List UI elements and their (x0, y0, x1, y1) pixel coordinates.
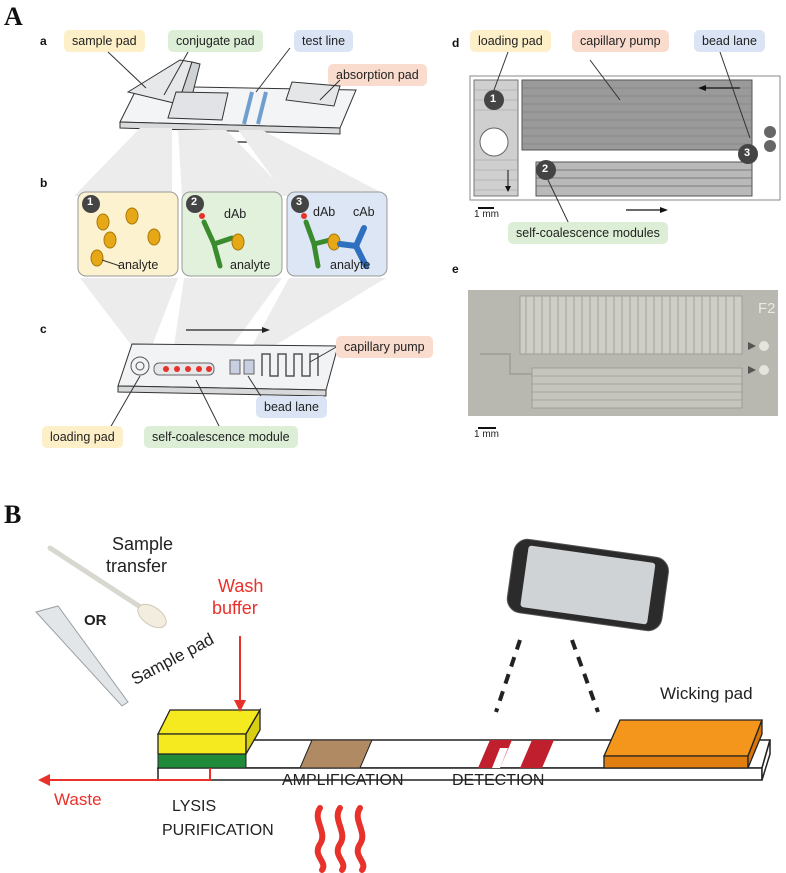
sub-label-c: c (40, 322, 47, 336)
chip-id-label: F2 (758, 300, 776, 317)
smartphone-icon (506, 538, 669, 632)
step-number-1: 1 (87, 196, 94, 208)
test-line-2 (256, 91, 268, 125)
detection-label: DETECTION (452, 772, 545, 789)
wicking-pad-label: Wicking pad (660, 684, 753, 703)
label-test-line: test line (294, 30, 354, 52)
label-loading-pad-c: loading pad (42, 426, 123, 448)
sample-transfer-label-line2: transfer (106, 556, 168, 576)
d-step-number-3: 3 (744, 147, 751, 159)
step-number-2: 2 (191, 196, 198, 208)
sample-transfer-label-line1: Sample (112, 534, 174, 554)
test-line-1 (242, 91, 254, 125)
box-b2 (181, 191, 283, 277)
scale-label-d: 1 mm (474, 209, 499, 220)
swab-icon (47, 545, 151, 615)
lateral-flow-strip (119, 59, 357, 135)
cab-antibody (337, 225, 369, 269)
wash-buffer-label-line2: buffer (212, 598, 258, 618)
step-number-3: 3 (296, 196, 303, 208)
sub-label-b: b (40, 176, 48, 190)
lysis-label: LYSIS (172, 798, 217, 815)
waste-arrow (46, 768, 211, 781)
label-loading-pad-d: loading pad (470, 30, 551, 52)
label-self-coalescence-modules: self-coalescence modules (508, 222, 668, 244)
wash-buffer-label-line1: Wash (218, 576, 264, 596)
analyte-label-1: analyte (118, 258, 159, 272)
scale-label-e: 1 mm (474, 429, 499, 440)
sub-label-e: e (452, 262, 459, 276)
purification-label: PURIFICATION (162, 822, 274, 839)
label-absorption-pad: absorption pad (328, 64, 427, 86)
analyte-label-2: analyte (230, 258, 271, 272)
label-conjugate-pad: conjugate pad (168, 30, 263, 52)
cab-label-3: cAb (353, 205, 375, 219)
label-bead-lane-c: bead lane (256, 396, 327, 418)
sub-label-a: a (40, 34, 47, 48)
label-bead-lane-d: bead lane (694, 30, 765, 52)
waste-label: Waste (54, 790, 102, 809)
label-self-coalescence-module: self-coalescence module (144, 426, 298, 448)
d-step-number-1: 1 (490, 93, 497, 105)
dab-label-2: dAb (224, 207, 247, 221)
amplification-label: AMPLIFICATION (282, 772, 404, 789)
dab-label-3: dAb (313, 205, 336, 219)
heat-icon (314, 805, 367, 873)
dab-antibody-2 (201, 219, 235, 269)
wicking-pad-block (602, 719, 763, 757)
sample-pad-block (156, 709, 262, 735)
d-step-number-2: 2 (542, 163, 549, 175)
label-sample-pad: sample pad (64, 30, 145, 52)
panel-b-letter: B (4, 500, 22, 529)
amplification-zone (299, 739, 373, 769)
pipette-tip-icon (35, 605, 129, 707)
sub-label-d: d (452, 36, 460, 50)
or-label: OR (84, 612, 107, 629)
detection-line-1 (478, 740, 512, 768)
label-capillary-pump-c: capillary pump (336, 336, 433, 358)
detection-line-2 (520, 740, 554, 768)
label-capillary-pump-d: capillary pump (572, 30, 669, 52)
analyte-label-3: analyte (330, 258, 371, 272)
panel-a-letter: A (4, 2, 23, 31)
capillary-pump-region (521, 79, 753, 151)
self-coalescence-region (535, 161, 753, 197)
